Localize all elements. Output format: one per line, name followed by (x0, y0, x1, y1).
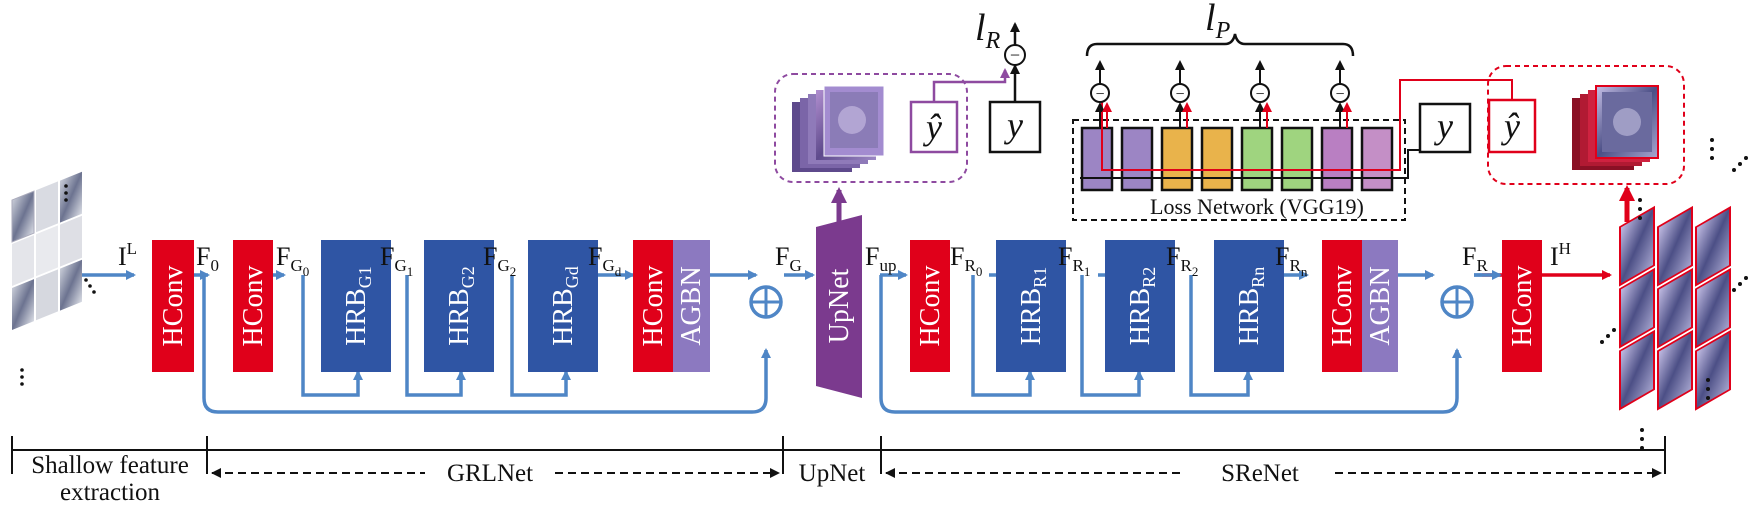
lr-label: lR (975, 7, 1001, 54)
svg-text:AGBN: AGBN (1365, 266, 1396, 345)
section-shallow-label-1: Shallow feature (31, 452, 189, 479)
output-view (1657, 329, 1693, 411)
sum-node-sre (1440, 285, 1474, 319)
label-fr2: FR2 (1166, 242, 1198, 279)
y-box-vgg: y (1080, 102, 1472, 179)
minus-sign: − (1175, 86, 1184, 103)
label-fup: Fup (865, 242, 896, 275)
vgg-layer (1280, 126, 1314, 192)
svg-text:HConv: HConv (1327, 266, 1358, 347)
hconv-block-r0: HConv (910, 240, 950, 372)
svg-text:HRBR1: HRBR1 (1016, 267, 1050, 346)
section-shallow-label-2: extraction (60, 479, 160, 506)
yhat-label-purple: ŷ (923, 107, 942, 147)
lr-minus-node: − lR (932, 7, 1026, 102)
vgg-layer (1360, 126, 1394, 192)
hrb-block-rn: HRBRn (1214, 240, 1284, 372)
output-view (1657, 267, 1693, 349)
sr-feature-stack (1572, 85, 1659, 170)
svg-text:HConv: HConv (1507, 266, 1538, 347)
sr-to-vgg-red-lines (1101, 79, 1513, 171)
sr-output-box: ŷ (1487, 65, 1685, 185)
hconv-block-final: HConv (1502, 240, 1542, 372)
hrb-block-r2: HRBR2 (1105, 240, 1175, 372)
upnet-output-box: ŷ (774, 73, 968, 183)
vgg-layer (1240, 126, 1274, 192)
section-srenet-label: SReNet (1221, 460, 1299, 487)
hrb-block-gd: HRBGd (528, 240, 598, 372)
output-view (1695, 329, 1731, 411)
svg-text:y: y (1434, 106, 1453, 146)
feature-labels: IL F0 FG0 FG1 FG2 FGd FG Fup FR0 FR1 FR2… (118, 239, 1571, 279)
svg-text:HRBG2: HRBG2 (444, 266, 478, 346)
hconv-agbn-block-grl: HConv AGBN (633, 240, 710, 372)
sum-node-grl (749, 285, 783, 319)
svg-text:HConv: HConv (638, 266, 669, 347)
minus-sign: − (1335, 86, 1344, 103)
lp-label: lP (1205, 0, 1231, 44)
hrb-block-g2: HRBG2 (424, 240, 494, 372)
hrb-block-r1: HRBR1 (996, 240, 1066, 372)
lp-minus-nodes: −−−− (1090, 60, 1352, 128)
svg-text:HRBG1: HRBG1 (341, 266, 375, 346)
label-il: IL (118, 239, 137, 271)
lp-brace: lP (1085, 0, 1355, 57)
label-fg1: FG1 (380, 242, 413, 279)
svg-text:−: − (1010, 45, 1020, 65)
label-fg: FG (775, 242, 802, 275)
hconv-block-shallow: HConv (152, 240, 194, 372)
label-fr1: FR1 (1058, 242, 1090, 279)
output-view (1619, 267, 1655, 349)
label-fg0: FG0 (276, 242, 309, 279)
svg-text:y: y (1004, 105, 1023, 145)
label-frn: FRn (1275, 242, 1308, 279)
svg-text:HConv: HConv (915, 266, 946, 347)
section-grlnet-label: GRLNet (447, 460, 533, 487)
svg-text:HRBR2: HRBR2 (1125, 267, 1159, 346)
hconv-block-g0: HConv (233, 240, 273, 372)
label-ih: IH (1550, 239, 1571, 271)
svg-text:HRBRn: HRBRn (1234, 267, 1268, 346)
output-view (1695, 205, 1731, 287)
vgg-layer (1080, 126, 1114, 192)
section-upnet-label: UpNet (799, 460, 866, 487)
output-view (1695, 267, 1731, 349)
label-f0: F0 (196, 242, 219, 275)
input-light-field-image (11, 171, 96, 386)
svg-text:HConv: HConv (238, 266, 269, 347)
yhat-box-purple (909, 100, 959, 154)
upnet-block: UpNet (816, 215, 862, 398)
svg-text:HConv: HConv (158, 266, 189, 347)
section-bar: Shallow feature extraction GRLNet UpNet … (11, 436, 1666, 506)
label-fr: FR (1462, 242, 1488, 275)
output-light-field-image (1600, 138, 1748, 450)
hconv-agbn-block-sre: HConv AGBN (1322, 240, 1398, 372)
output-view (1619, 329, 1655, 411)
y-box-top: y (988, 100, 1042, 154)
svg-text:AGBN: AGBN (676, 266, 707, 345)
yhat-label-red: ŷ (1501, 106, 1520, 146)
vgg-layer (1160, 126, 1194, 192)
vgg-layer (1120, 126, 1154, 192)
minus-sign: − (1255, 86, 1264, 103)
output-view (1657, 205, 1693, 287)
svg-text:UpNet: UpNet (824, 268, 855, 343)
minus-sign: − (1095, 86, 1104, 103)
vgg-label: Loss Network (VGG19) (1150, 194, 1364, 219)
label-fgd: FGd (588, 242, 622, 279)
yhat-box-red (1487, 98, 1537, 154)
vgg-layer (1200, 126, 1234, 192)
hrb-block-g1: HRBG1 (321, 240, 391, 372)
vgg-loss-network: Loss Network (VGG19) (1072, 119, 1406, 221)
label-fr0: FR0 (950, 242, 982, 279)
label-fg2: FG2 (483, 242, 516, 279)
vgg-layer (1320, 126, 1354, 192)
upnet-feature-stack (792, 85, 885, 172)
output-view (1619, 205, 1655, 287)
svg-text:HRBGd: HRBGd (548, 266, 582, 346)
